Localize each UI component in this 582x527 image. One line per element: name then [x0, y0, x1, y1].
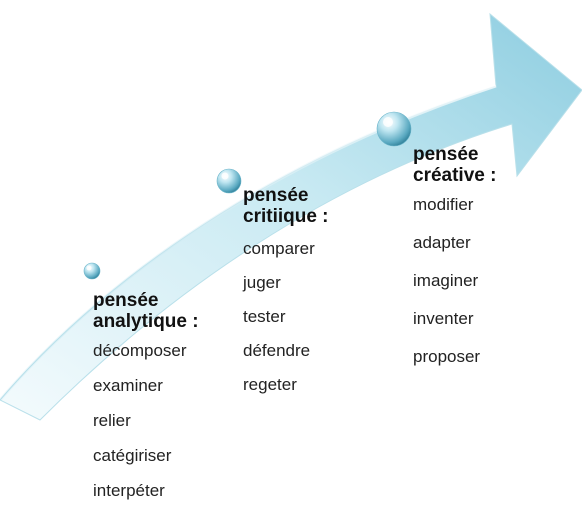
- stage-items-analytique: décomposer examiner relier catégiriser i…: [93, 333, 199, 508]
- stage-items-creative: modifier adapter imaginer inventer propo…: [413, 186, 496, 376]
- list-item: proposer: [413, 347, 481, 366]
- list-item: inventer: [413, 309, 474, 328]
- stage-title-line1: pensée: [413, 144, 479, 165]
- list-item: adapter: [413, 233, 471, 252]
- stage-creative: pensée créative : modifier adapter imagi…: [413, 144, 496, 376]
- list-item: modifier: [413, 195, 474, 214]
- list-item: interpéter: [93, 481, 165, 500]
- stage-analytique: pensée analytique : décomposer examiner …: [93, 290, 199, 508]
- stage-title-line2: critiique :: [243, 206, 329, 227]
- list-item: catégiriser: [93, 446, 172, 465]
- stage-title-line1: pensée: [93, 290, 159, 311]
- stage-title-line2: analytique :: [93, 311, 199, 332]
- stage-title-analytique: pensée analytique :: [93, 290, 199, 332]
- stage-items-critique: comparer juger tester défendre regeter: [243, 232, 329, 402]
- list-item: juger: [243, 273, 281, 292]
- bead-marker-2: [216, 168, 242, 194]
- list-item: relier: [93, 411, 131, 430]
- stage-critique: pensée critiique : comparer juger tester…: [243, 185, 329, 402]
- list-item: défendre: [243, 341, 311, 360]
- list-item: imaginer: [413, 271, 479, 290]
- stage-title-creative: pensée créative :: [413, 144, 496, 186]
- stage-title-line2: créative :: [413, 165, 497, 186]
- list-item: comparer: [243, 239, 315, 258]
- list-item: décomposer: [93, 341, 187, 360]
- bead-marker-1: [83, 262, 101, 280]
- list-item: examiner: [93, 376, 163, 395]
- list-item: tester: [243, 307, 286, 326]
- bead-marker-3: [376, 111, 412, 147]
- stage-title-line1: pensée: [243, 185, 309, 206]
- list-item: regeter: [243, 375, 297, 394]
- stage-title-critique: pensée critiique :: [243, 185, 329, 227]
